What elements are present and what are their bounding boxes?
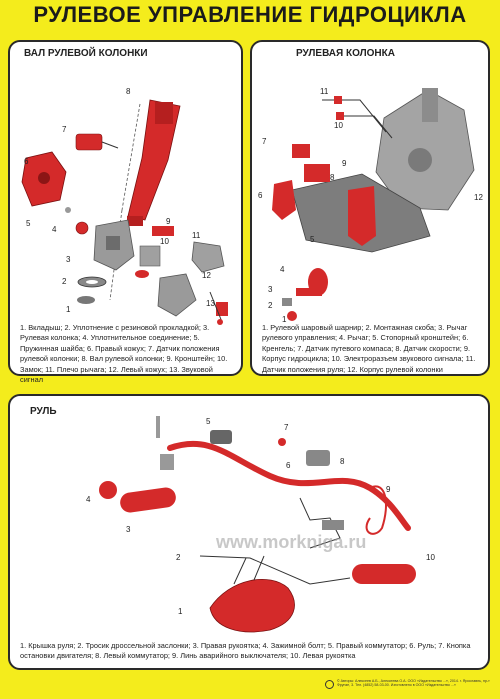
callout-wheel-1: 1 — [178, 607, 183, 616]
caption-shaft: 1. Вкладыш; 2. Уплотнение с резиновой пр… — [20, 323, 228, 385]
spring-washer-part — [65, 207, 71, 213]
right-cover-part — [21, 151, 67, 207]
column-body-part — [93, 219, 135, 271]
callout-shaft-10: 10 — [160, 237, 169, 246]
callout-column-12: 12 — [474, 193, 483, 202]
callout-column-8: 8 — [330, 173, 335, 182]
panel-title-column: РУЛЕВАЯ КОЛОНКА — [296, 48, 395, 59]
panel-steering-column: РУЛЕВАЯ КОЛОНКА 1 2 3 4 — [250, 40, 490, 376]
caption-column: 1. Рулевой шаровый шарнир; 2. Монтажная … — [262, 323, 476, 374]
callout-column-2: 2 — [268, 301, 273, 310]
callout-wheel-9: 9 — [386, 485, 391, 494]
left-switch-part — [306, 450, 330, 466]
steering-lever-part — [296, 288, 322, 296]
handlebar-part — [167, 440, 411, 531]
watermark: www.morkniga.ru — [215, 532, 366, 552]
callout-wheel-4: 4 — [86, 495, 91, 504]
callout-column-9: 9 — [342, 159, 347, 168]
bracket-part — [152, 226, 174, 236]
handlebar-diagram: www.morkniga.ru 1 2 3 4 5 6 7 8 9 10 — [86, 416, 435, 633]
compass-sensor-part — [292, 144, 310, 158]
callout-column-5: 5 — [310, 235, 315, 244]
page-title: РУЛЕВОЕ УПРАВЛЕНИЕ ГИДРОЦИКЛА — [33, 2, 467, 27]
caption-wheel: 1. Крышка руля; 2. Тросик дроссельной за… — [20, 641, 471, 661]
callout-wheel-2: 2 — [176, 553, 181, 562]
throttle-cable-part — [199, 555, 351, 585]
column-housing-part — [375, 88, 475, 211]
column-diagram: 1 2 3 4 5 6 7 8 9 10 11 12 — [258, 87, 483, 324]
stop-button-part — [278, 438, 286, 446]
callout-wheel-5: 5 — [206, 417, 211, 426]
mount-bracket-part — [282, 298, 292, 306]
callout-column-6: 6 — [258, 191, 263, 200]
steering-shaft-part — [127, 99, 181, 226]
panel-handlebar: РУЛЬ www.morkniga.ru 1 2 3 4 — [8, 394, 490, 670]
callout-wheel-7: 7 — [284, 423, 289, 432]
bushing-part — [77, 296, 95, 304]
callout-shaft-12: 12 — [202, 271, 211, 280]
callout-shaft-9: 9 — [166, 217, 171, 226]
clamp-bolt-part — [99, 481, 117, 499]
shaft-diagram: 1 2 3 4 5 6 7 8 9 10 11 12 13 — [21, 87, 228, 325]
callout-column-7: 7 — [262, 137, 267, 146]
callout-wheel-6: 6 — [286, 461, 291, 470]
handlebar-cover-part — [209, 578, 295, 633]
panel-title-shaft: ВАЛ РУЛЕВОЙ КОЛОНКИ — [24, 48, 148, 59]
callout-shaft-3: 3 — [66, 255, 71, 264]
right-switch-part — [210, 430, 232, 444]
callout-column-1: 1 — [282, 315, 287, 324]
callout-column-4: 4 — [280, 265, 285, 274]
callout-wheel-8: 8 — [340, 457, 345, 466]
callout-column-3: 3 — [268, 285, 273, 294]
callout-shaft-7: 7 — [62, 125, 67, 134]
ball-joint-part — [287, 311, 297, 321]
panel-title-wheel: РУЛЬ — [30, 406, 57, 417]
left-grip-part — [352, 564, 416, 584]
callout-shaft-6: 6 — [24, 157, 29, 166]
callout-wheel-10: 10 — [426, 553, 435, 562]
lanyard-part — [365, 485, 387, 535]
stop-bracket-part — [348, 186, 376, 246]
callout-shaft-4: 4 — [52, 225, 57, 234]
publisher-logo-icon — [325, 680, 334, 689]
horn-part — [216, 302, 228, 316]
panel-steering-shaft: ВАЛ РУЛЕВОЙ КОЛОНКИ — [8, 40, 243, 384]
speed-sensor-part — [304, 164, 330, 182]
callout-shaft-11: 11 — [192, 231, 201, 240]
callout-shaft-13: 13 — [206, 299, 215, 308]
lever-arm-part — [191, 241, 225, 273]
footer-credits: © Авторы: Алексеев А.Б., Алексеева О.А. … — [337, 679, 490, 688]
left-cover-part — [157, 273, 197, 317]
right-grip-part — [120, 487, 176, 513]
callout-shaft-2: 2 — [62, 277, 67, 286]
callout-column-11: 11 — [320, 87, 329, 96]
callout-shaft-5: 5 — [26, 219, 31, 228]
callout-wheel-3: 3 — [126, 525, 131, 534]
callout-shaft-1: 1 — [66, 305, 71, 314]
seal-part — [75, 221, 89, 235]
grommet-part — [272, 180, 296, 220]
lock-part — [135, 270, 149, 278]
callout-column-10: 10 — [334, 121, 343, 130]
callout-shaft-8: 8 — [126, 87, 131, 96]
sensor-part — [75, 133, 119, 151]
